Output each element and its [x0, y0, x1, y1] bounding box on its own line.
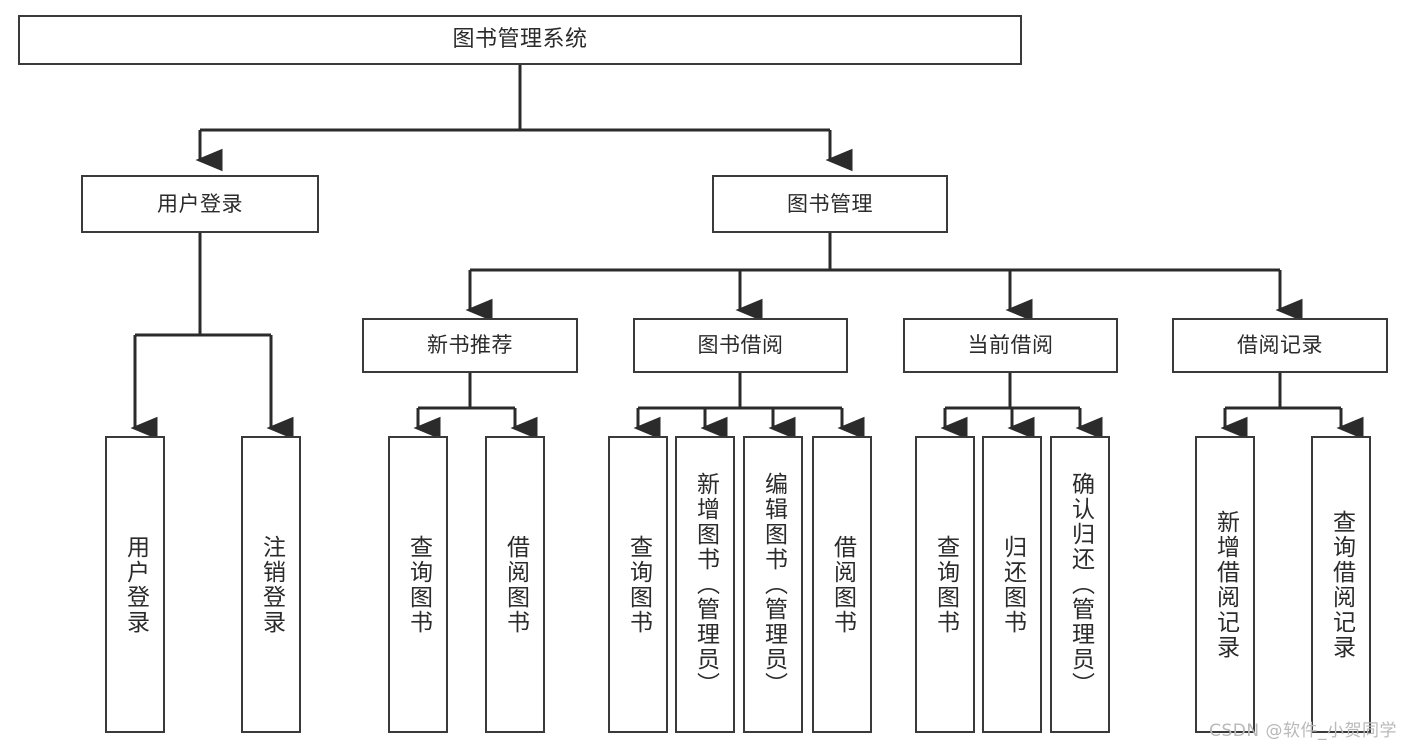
node-label: 借阅记录 — [1237, 333, 1323, 358]
node-label: 新增图书（管理员） — [692, 472, 719, 697]
node-label: 借阅图书 — [502, 534, 529, 635]
node-label: 查询图书 — [405, 534, 432, 635]
node-label: 查询图书 — [932, 534, 959, 635]
node-new-book-recommend[interactable]: 新书推荐 — [362, 318, 578, 373]
node-label: 新增借阅记录 — [1212, 509, 1239, 660]
leaf-book-borrow-borrow[interactable]: 借阅图书 — [812, 436, 872, 733]
node-label: 借阅图书 — [829, 534, 856, 635]
csdn-watermark: CSDN @软件_小贺同学 — [1209, 721, 1397, 741]
node-book-management[interactable]: 图书管理 — [712, 175, 948, 233]
node-label: 当前借阅 — [967, 333, 1054, 358]
leaf-borrow-record-add[interactable]: 新增借阅记录 — [1195, 436, 1255, 733]
node-root-book-management-system[interactable]: 图书管理系统 — [18, 15, 1022, 65]
node-user-login[interactable]: 用户登录 — [81, 175, 319, 233]
node-label: 图书管理系统 — [452, 27, 588, 53]
node-label: 查询图书 — [625, 534, 652, 635]
leaf-user-login-logout[interactable]: 注销登录 — [241, 436, 301, 733]
node-label: 注销登录 — [258, 534, 285, 635]
node-label: 用户登录 — [157, 191, 243, 216]
node-label: 用户登录 — [122, 534, 149, 635]
leaf-book-borrow-edit[interactable]: 编辑图书（管理员） — [743, 436, 803, 733]
leaf-current-borrow-return[interactable]: 归还图书 — [982, 436, 1042, 733]
leaf-borrow-record-query[interactable]: 查询借阅记录 — [1311, 436, 1371, 733]
node-label: 查询借阅记录 — [1328, 509, 1355, 660]
node-current-borrow[interactable]: 当前借阅 — [903, 318, 1118, 373]
node-label: 确认归还（管理员） — [1067, 472, 1094, 697]
node-label: 图书借阅 — [697, 333, 784, 358]
leaf-current-borrow-query[interactable]: 查询图书 — [915, 436, 975, 733]
leaf-new-book-borrow[interactable]: 借阅图书 — [485, 436, 545, 733]
leaf-new-book-query[interactable]: 查询图书 — [388, 436, 448, 733]
leaf-book-borrow-add[interactable]: 新增图书（管理员） — [675, 436, 735, 733]
leaf-book-borrow-query[interactable]: 查询图书 — [608, 436, 668, 733]
node-borrow-record[interactable]: 借阅记录 — [1172, 318, 1388, 373]
node-label: 编辑图书（管理员） — [760, 472, 787, 697]
node-label: 新书推荐 — [427, 333, 513, 358]
node-label: 图书管理 — [787, 191, 873, 216]
leaf-current-borrow-confirm-return[interactable]: 确认归还（管理员） — [1050, 436, 1110, 733]
node-book-borrow[interactable]: 图书借阅 — [633, 318, 848, 373]
leaf-user-login-login[interactable]: 用户登录 — [105, 436, 165, 733]
node-label: 归还图书 — [999, 534, 1026, 635]
